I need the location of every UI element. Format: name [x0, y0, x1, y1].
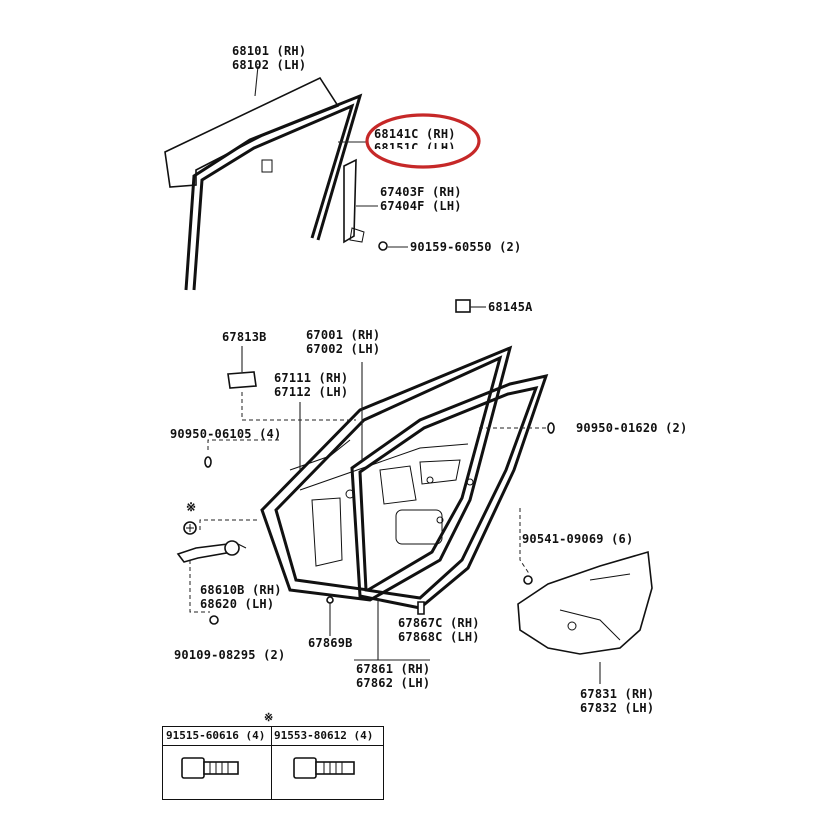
clips [204, 422, 555, 625]
label-screw-90541: 90541-09069 (6) [522, 532, 634, 546]
window-glass [164, 65, 340, 188]
door-frame [260, 345, 513, 602]
label-weatherstrip-small-lh: 67868C (LH) [398, 630, 480, 644]
label-service-hole-lh: 67832 (LH) [580, 701, 655, 715]
label-run-channel-lh: 68151C (LH) [374, 141, 456, 149]
label-cap-67813B: 67813B [222, 330, 267, 344]
highlight-ellipse [365, 113, 481, 169]
label-clip-right: 90950-01620 (2) [576, 421, 688, 435]
label-weatherstrip-small-rh: 67867C (RH) [398, 616, 480, 630]
label-door-panel-rh: 67001 (RH) [306, 328, 381, 342]
run-channel [184, 93, 368, 291]
label-bolt-90159: 90159-60550 (2) [410, 240, 522, 254]
bolt-table: 91515-60616 (4) 91553-80612 (4) [162, 726, 384, 800]
pad-68145A [455, 299, 486, 313]
label-weatherstrip-rh: 67861 (RH) [356, 662, 431, 676]
label-clip-67869B: 67869B [308, 636, 353, 650]
service-hole-cover [517, 550, 653, 655]
bolt-table-drawings [181, 757, 355, 779]
label-division-bar-lh: 67404F (LH) [380, 199, 462, 213]
label-service-hole-rh: 67831 (RH) [580, 687, 655, 701]
table-bolt-left: 91515-60616 (4) [166, 729, 266, 742]
door-leaders [189, 362, 601, 684]
door-check [176, 521, 247, 563]
label-door-frame-lh: 67112 (LH) [274, 385, 349, 399]
bolt-90159 [378, 241, 408, 251]
label-check-rh: 68610B (RH) [200, 583, 282, 597]
table-star-mark: ※ [264, 711, 274, 724]
table-divider [271, 727, 272, 799]
label-division-bar-rh: 67403F (RH) [380, 185, 462, 199]
label-glass-lh: 68102 (LH) [232, 58, 307, 72]
label-run-channel-rh: 68141C (RH) [374, 127, 456, 141]
division-bar [343, 158, 378, 244]
label-bolt-90109: 90109-08295 (2) [174, 648, 286, 662]
label-glass-rh: 68101 (RH) [232, 44, 307, 58]
weatherstrip [350, 373, 549, 610]
label-door-panel-lh: 67002 (LH) [306, 342, 381, 356]
star-mark: ※ [186, 500, 197, 514]
label-clip-left: 90950-06105 (4) [170, 427, 282, 441]
label-check-lh: 68620 (LH) [200, 597, 275, 611]
label-door-frame-rh: 67111 (RH) [274, 371, 349, 385]
label-pad-68145A: 68145A [488, 300, 533, 314]
cap-67813B [227, 346, 257, 389]
table-bolt-right: 91553-80612 (4) [274, 729, 374, 742]
table-header-line [163, 745, 383, 746]
label-weatherstrip-lh: 67862 (LH) [356, 676, 431, 690]
